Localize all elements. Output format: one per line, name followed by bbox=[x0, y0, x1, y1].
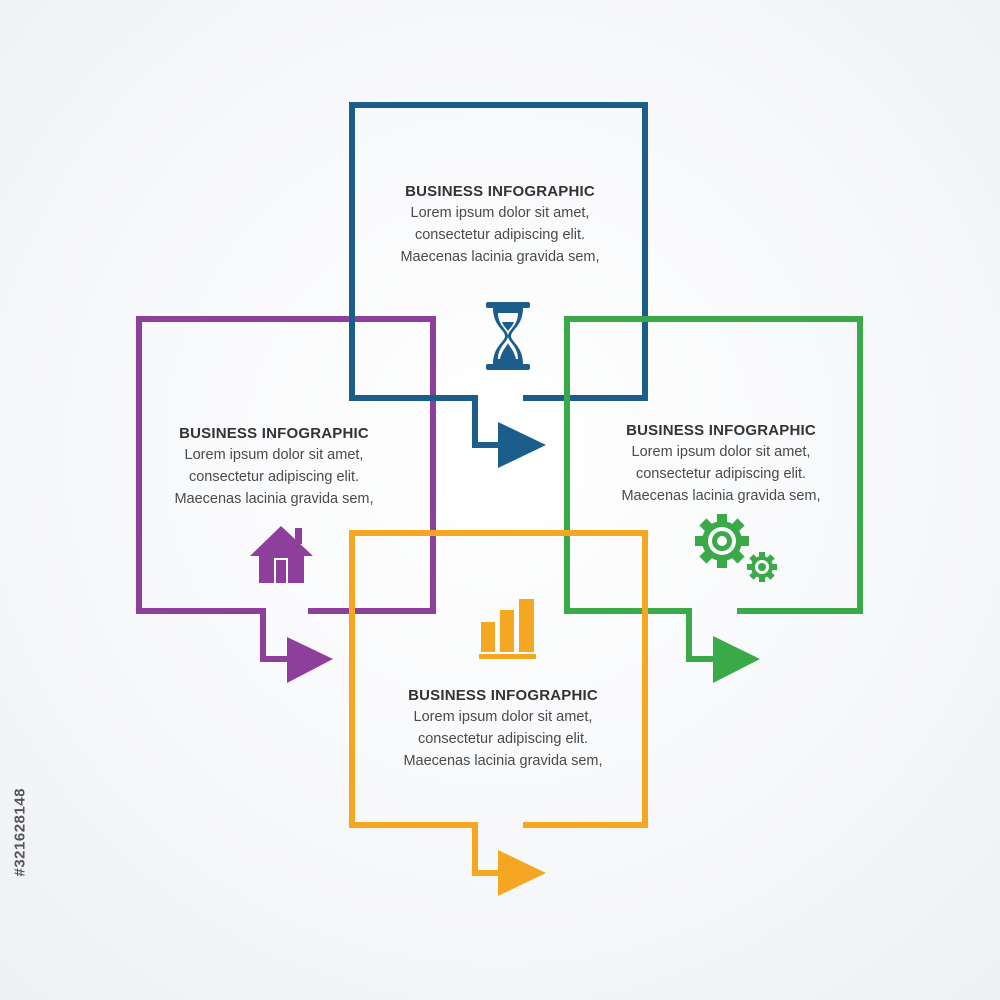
card-title: BUSINESS INFOGRAPHIC bbox=[179, 425, 369, 442]
card-title: BUSINESS INFOGRAPHIC bbox=[626, 422, 816, 439]
card-text-right: BUSINESS INFOGRAPHIC Lorem ipsum dolor s… bbox=[571, 422, 871, 507]
card-text-line: consectetur adipiscing elit. bbox=[414, 227, 586, 243]
card-text-left: BUSINESS INFOGRAPHIC Lorem ipsum dolor s… bbox=[124, 425, 424, 510]
card-text-line: Lorem ipsum dolor sit amet, bbox=[410, 205, 590, 221]
card-frame-top bbox=[349, 102, 648, 468]
card-text-line: consectetur adipiscing elit. bbox=[188, 469, 360, 485]
card-text-line: Maecenas lacinia gravida sem, bbox=[400, 249, 600, 265]
card-text-bottom: BUSINESS INFOGRAPHIC Lorem ipsum dolor s… bbox=[353, 687, 653, 772]
card-title: BUSINESS INFOGRAPHIC bbox=[405, 183, 595, 200]
card-text-line: consectetur adipiscing elit. bbox=[417, 731, 589, 747]
arrow-bottom-card bbox=[498, 850, 546, 896]
arrow-right-card bbox=[713, 636, 760, 683]
card-frame-bottom bbox=[349, 530, 648, 896]
card-text-line: Lorem ipsum dolor sit amet, bbox=[631, 444, 811, 460]
arrow-top-card bbox=[498, 422, 546, 468]
bar-chart-icon bbox=[479, 599, 536, 659]
card-frame-left bbox=[136, 316, 436, 683]
card-frame-right bbox=[564, 316, 863, 683]
arrow-left-card bbox=[287, 637, 333, 683]
card-text-line: Lorem ipsum dolor sit amet, bbox=[413, 709, 593, 725]
hourglass-icon bbox=[486, 302, 530, 370]
card-text-line: Maecenas lacinia gravida sem, bbox=[174, 491, 374, 507]
card-text-line: Maecenas lacinia gravida sem, bbox=[403, 753, 603, 769]
card-text-top: BUSINESS INFOGRAPHIC Lorem ipsum dolor s… bbox=[350, 183, 650, 268]
stock-id-watermark: #321628148 bbox=[11, 788, 29, 877]
card-text-line: Lorem ipsum dolor sit amet, bbox=[184, 447, 364, 463]
gears-icon bbox=[695, 514, 777, 582]
house-icon bbox=[250, 526, 313, 583]
card-text-line: consectetur adipiscing elit. bbox=[635, 466, 807, 482]
card-title: BUSINESS INFOGRAPHIC bbox=[408, 687, 598, 704]
card-text-line: Maecenas lacinia gravida sem, bbox=[621, 488, 821, 504]
